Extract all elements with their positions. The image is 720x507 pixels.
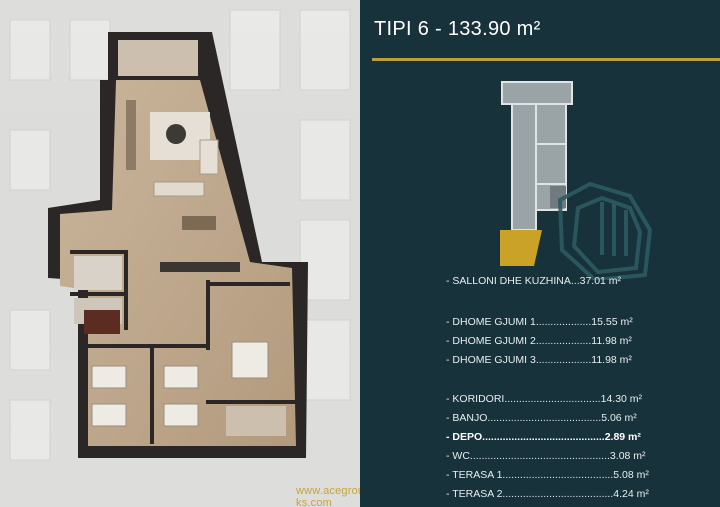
apartment-location-logo-icon bbox=[500, 81, 653, 280]
title-divider bbox=[372, 58, 720, 61]
room-row: - KORIDORI..............................… bbox=[446, 393, 643, 405]
website-link[interactable]: www.acegroup-ks.com bbox=[296, 485, 360, 507]
room-row: - TERASA 2..............................… bbox=[446, 488, 649, 500]
room-row-highlighted: - DEPO..................................… bbox=[446, 431, 641, 443]
room-row: - DHOME GJUMI 1...................15.55 … bbox=[446, 316, 633, 328]
room-row: - DHOME GJUMI 3...................11.98 … bbox=[446, 354, 632, 366]
room-row: - SALLONI DHE KUZHINA...37.01 m² bbox=[446, 275, 622, 287]
floor-plan-panel: www.acegroup-ks.com bbox=[0, 0, 360, 507]
room-row: - TERASA 1..............................… bbox=[446, 469, 649, 481]
room-row: - WC....................................… bbox=[446, 450, 646, 462]
room-row: - BANJO.................................… bbox=[446, 412, 637, 424]
apartment-floor-plan bbox=[48, 32, 308, 458]
apartment-type-title: TIPI 6 - 133.90 m² bbox=[374, 18, 541, 40]
room-row: - DHOME GJUMI 2...................11.98 … bbox=[446, 335, 632, 347]
info-panel: TIPI 6 - 133.90 m² - SALLONI DHE KUZHINA… bbox=[360, 0, 720, 507]
